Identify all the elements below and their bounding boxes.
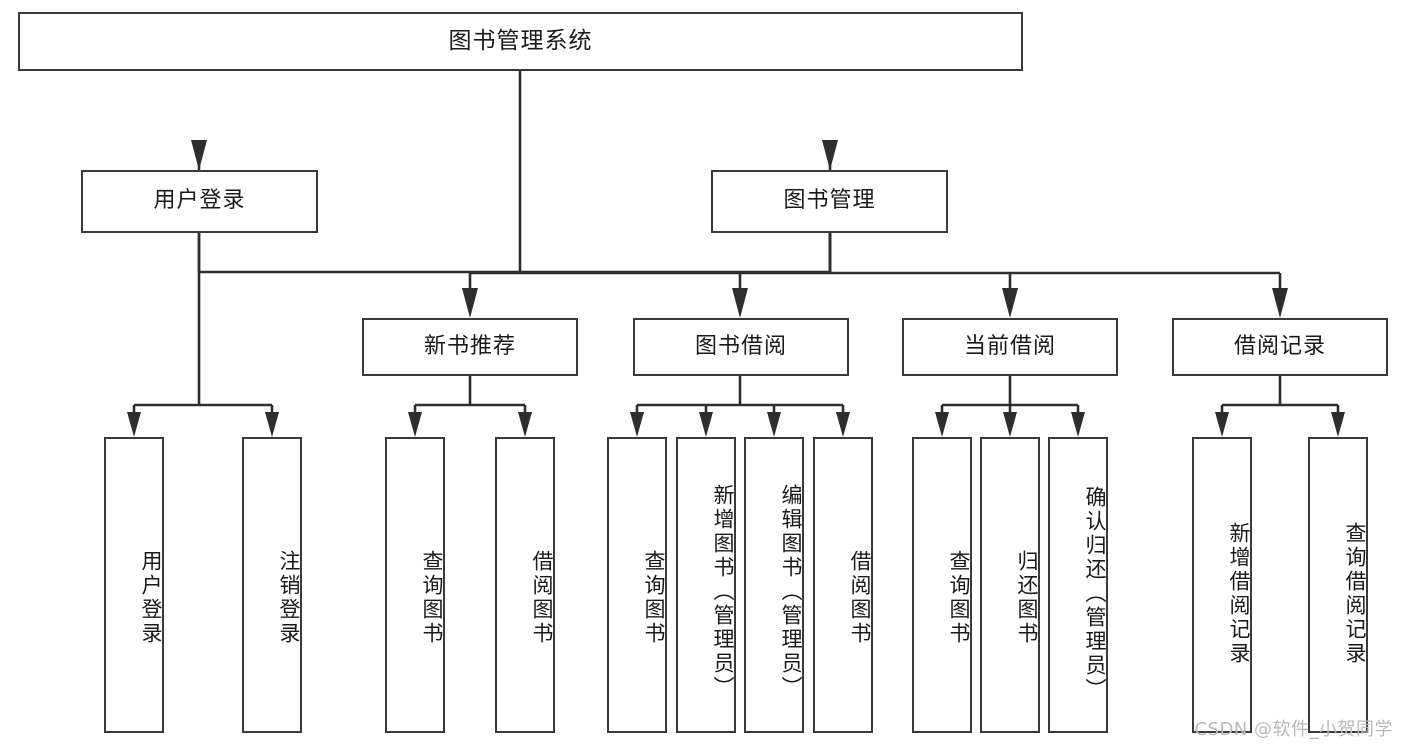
- node-label: 图书管理系统: [448, 27, 593, 54]
- node-new-book-recommend[interactable]: 新书推荐: [362, 318, 578, 376]
- node-label: 图书管理: [783, 188, 876, 214]
- node-root-system[interactable]: 图书管理系统: [18, 12, 1023, 71]
- leaf-book-borrow-borrow[interactable]: 借阅图书: [813, 437, 873, 733]
- leaf-book-borrow-query[interactable]: 查询图书: [607, 437, 667, 733]
- leaf-book-borrow-edit[interactable]: 编辑图书（管理员）: [744, 437, 804, 733]
- node-label: 当前借阅: [963, 333, 1056, 359]
- node-borrow-record[interactable]: 借阅记录: [1172, 318, 1388, 376]
- node-book-borrow[interactable]: 图书借阅: [633, 318, 849, 376]
- node-label: 注销登录: [277, 550, 301, 646]
- leaf-user-login-signout[interactable]: 注销登录: [242, 437, 302, 733]
- node-label: 借阅图书: [848, 550, 872, 646]
- node-label: 编辑图书（管理员）: [779, 484, 803, 700]
- node-label: 新增借阅记录: [1227, 522, 1251, 666]
- node-user-login[interactable]: 用户登录: [81, 170, 318, 233]
- leaf-current-borrow-confirm-return[interactable]: 确认归还（管理员）: [1048, 437, 1108, 733]
- leaf-borrow-record-query[interactable]: 查询借阅记录: [1308, 437, 1368, 733]
- leaf-book-borrow-add[interactable]: 新增图书（管理员）: [676, 437, 736, 733]
- node-label: 借阅记录: [1233, 333, 1326, 359]
- node-label: 借阅图书: [530, 550, 554, 646]
- node-label: 查询图书: [947, 550, 971, 646]
- node-label: 查询借阅记录: [1343, 522, 1367, 666]
- leaf-new-book-borrow[interactable]: 借阅图书: [495, 437, 555, 733]
- node-label: 用户登录: [153, 188, 246, 214]
- node-label: 确认归还（管理员）: [1083, 486, 1107, 702]
- leaf-user-login-signin[interactable]: 用户登录: [104, 437, 164, 733]
- node-label: 新增图书（管理员）: [711, 484, 735, 700]
- leaf-current-borrow-query[interactable]: 查询图书: [912, 437, 972, 733]
- node-book-management[interactable]: 图书管理: [711, 170, 948, 233]
- node-label: 查询图书: [642, 550, 666, 646]
- leaf-new-book-query[interactable]: 查询图书: [385, 437, 445, 733]
- node-label: 归还图书: [1015, 550, 1039, 646]
- node-current-borrow[interactable]: 当前借阅: [902, 318, 1118, 376]
- node-label: 新书推荐: [423, 333, 516, 359]
- node-label: 图书借阅: [694, 333, 787, 359]
- watermark-text: CSDN @软件_小贺同学: [1194, 719, 1393, 740]
- node-label: 用户登录: [139, 550, 163, 646]
- leaf-current-borrow-return[interactable]: 归还图书: [980, 437, 1040, 733]
- node-label: 查询图书: [420, 550, 444, 646]
- leaf-borrow-record-add[interactable]: 新增借阅记录: [1192, 437, 1252, 733]
